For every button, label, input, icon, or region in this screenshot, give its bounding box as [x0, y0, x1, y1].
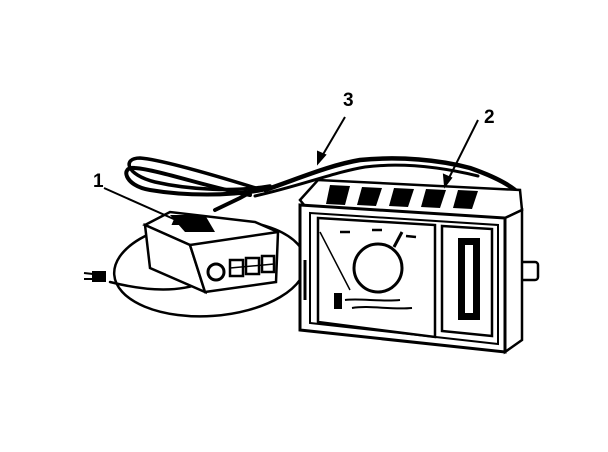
- control-dial: [352, 242, 404, 294]
- leader-1: [103, 187, 186, 225]
- power-supply: [112, 210, 308, 318]
- callout-1-label: 1: [93, 171, 104, 192]
- leader-2: [444, 119, 479, 187]
- top-vents: [326, 185, 478, 209]
- callout-2-label: 2: [484, 107, 495, 128]
- callout-leaders: [103, 116, 479, 225]
- main-unit: [298, 178, 540, 355]
- callout-3-label: 3: [343, 90, 354, 111]
- power-plug: [83, 271, 106, 282]
